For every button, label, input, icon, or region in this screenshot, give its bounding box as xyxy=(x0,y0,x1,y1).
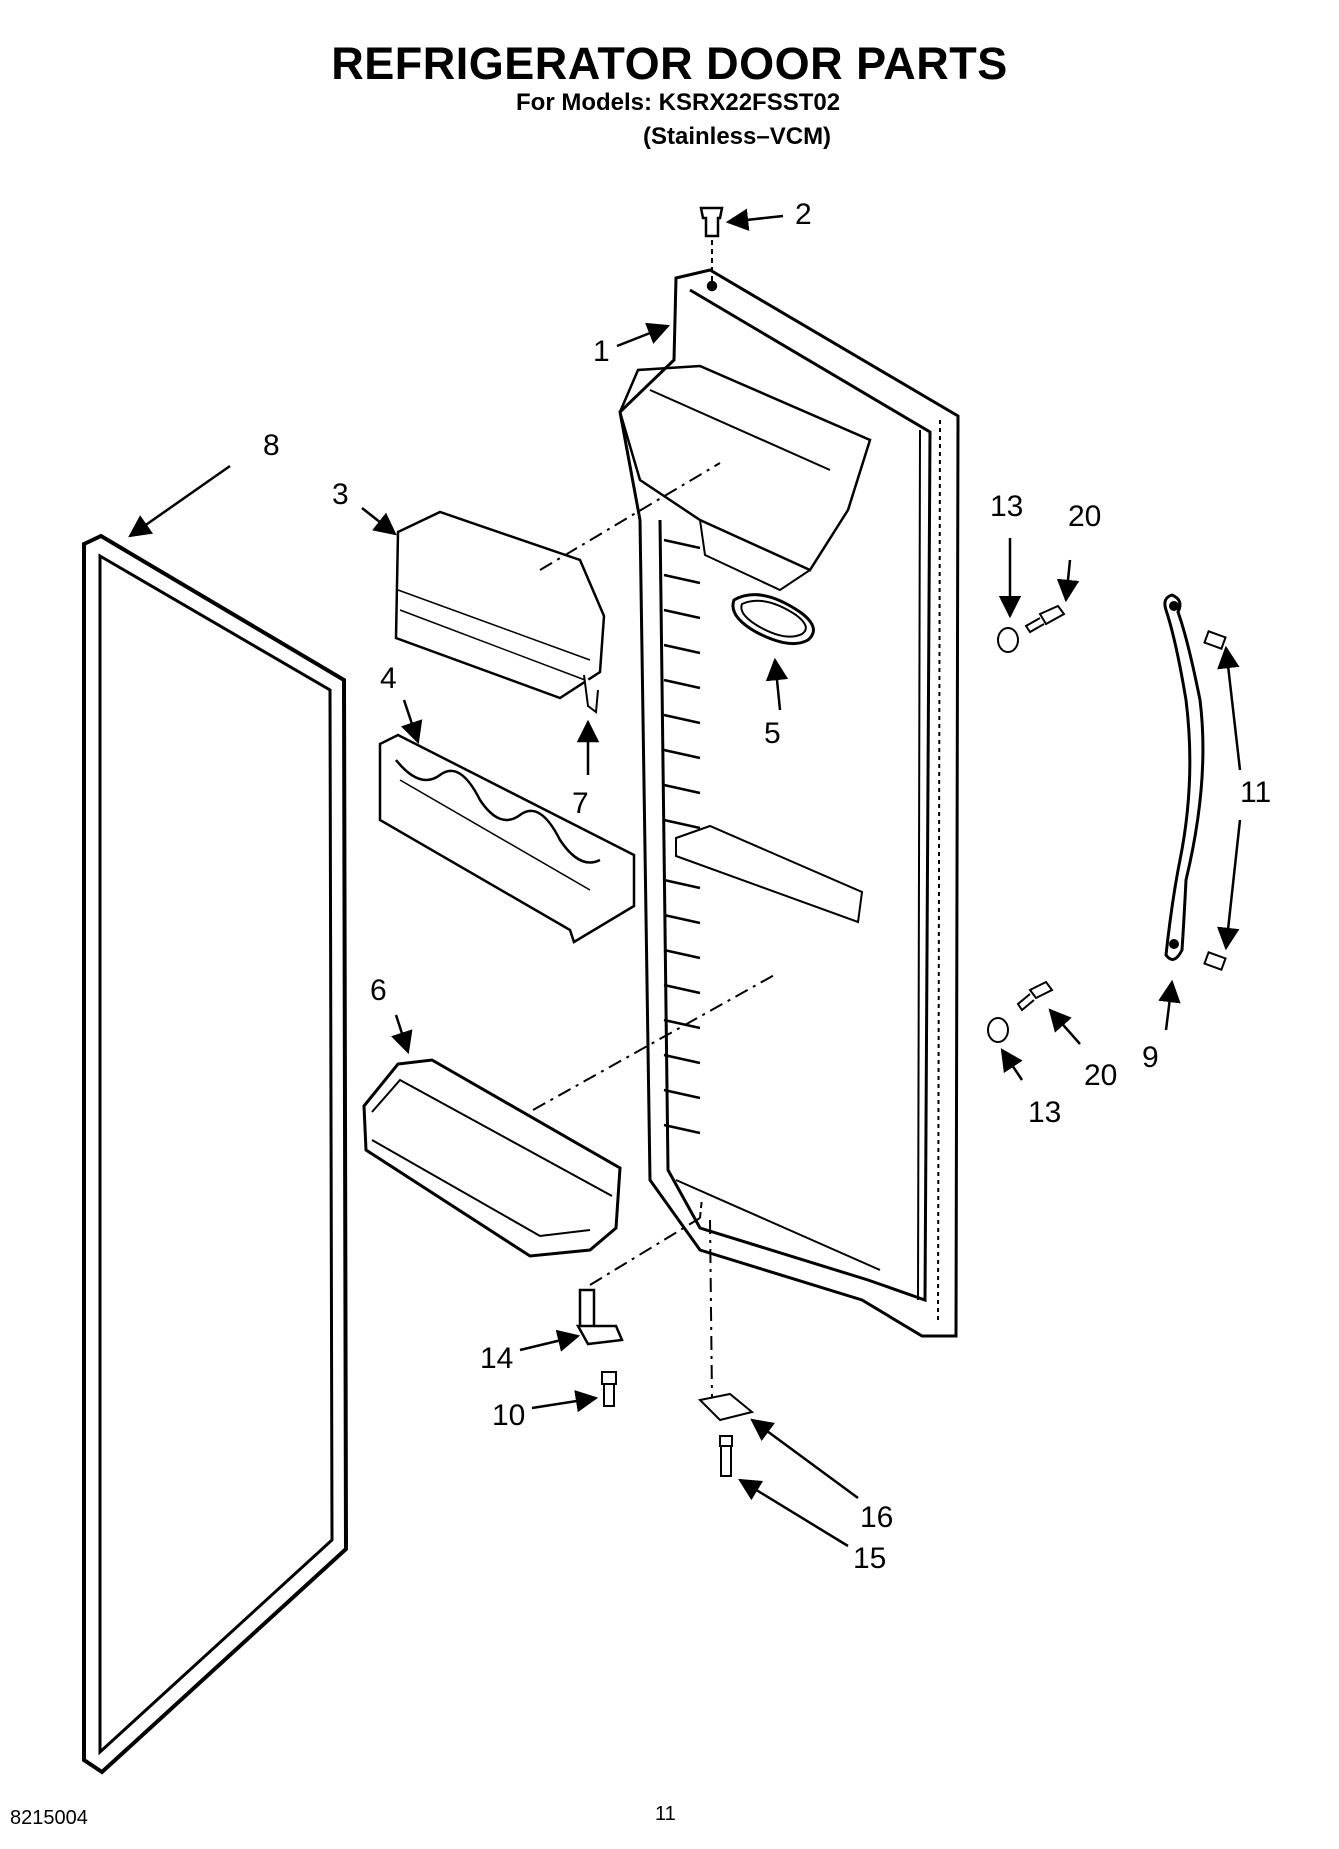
callout-2: 2 xyxy=(795,198,812,231)
leader-lines xyxy=(128,208,1242,1548)
callout-15: 15 xyxy=(853,1542,886,1575)
dispenser-cover xyxy=(394,462,721,714)
lower-hinge-pin xyxy=(575,1197,703,1346)
document-number: 8215004 xyxy=(10,1807,88,1829)
upper-handle-spacer-screw xyxy=(997,604,1066,653)
door-gasket xyxy=(82,533,349,1775)
callout-13-upper: 13 xyxy=(990,490,1023,523)
lower-handle-spacer-screw xyxy=(987,980,1054,1043)
callout-8: 8 xyxy=(263,429,280,462)
callout-11: 11 xyxy=(1240,776,1271,809)
callout-4: 4 xyxy=(380,662,397,695)
callout-labels: 2 1 8 3 4 7 5 6 13 20 11 9 20 13 14 10 1… xyxy=(263,198,1271,1575)
callout-3: 3 xyxy=(332,478,349,511)
door-handle xyxy=(1163,593,1205,961)
callout-14: 14 xyxy=(480,1342,513,1375)
callout-7: 7 xyxy=(572,787,589,820)
page-number: 11 xyxy=(655,1803,676,1825)
door-bin xyxy=(362,973,777,1258)
dispenser-bumper xyxy=(731,593,815,646)
callout-6: 6 xyxy=(370,974,387,1007)
model-number: For Models: KSRX22FSST02 xyxy=(516,89,841,116)
egg-tray xyxy=(378,733,636,944)
callout-20-lower: 20 xyxy=(1084,1059,1117,1092)
callout-20-upper: 20 xyxy=(1068,500,1101,533)
handle-screws xyxy=(1203,630,1227,971)
page-title: REFRIGERATOR DOOR PARTS xyxy=(331,38,1008,89)
bottom-hinge-plate xyxy=(697,1219,755,1422)
callout-16: 16 xyxy=(860,1501,893,1534)
bottom-plate-screw xyxy=(719,1435,733,1477)
callout-1: 1 xyxy=(593,335,610,368)
hinge-screw xyxy=(601,1371,617,1407)
door-liner xyxy=(618,268,960,1338)
finish-designation: (Stainless–VCM) xyxy=(643,123,832,150)
callout-5: 5 xyxy=(764,717,781,750)
callout-13-lower: 13 xyxy=(1028,1096,1061,1129)
callout-10: 10 xyxy=(492,1399,525,1432)
callout-9: 9 xyxy=(1142,1041,1159,1074)
top-screw-plug xyxy=(699,206,724,292)
